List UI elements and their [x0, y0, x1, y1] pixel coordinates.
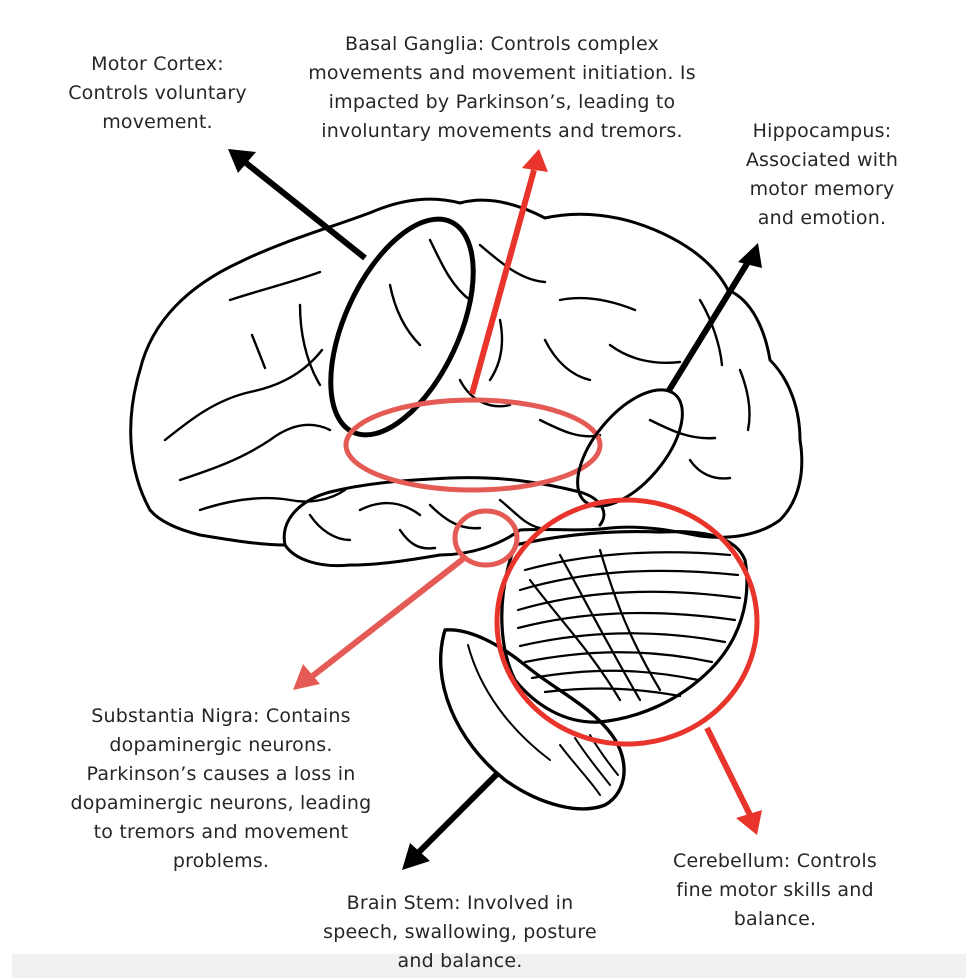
label-line: Substantia Nigra: Contains — [91, 705, 351, 727]
cerebrum-outline — [129, 197, 804, 568]
label-line: Associated with — [745, 149, 899, 171]
cerebellum-label: Cerebellum: Controls fine motor skills a… — [650, 847, 900, 934]
hippocampus-arrow — [665, 260, 751, 394]
basal-ganglia-marker — [343, 149, 603, 493]
basal-ganglia-ellipse — [343, 397, 603, 493]
label-line: movement. — [102, 111, 213, 133]
brain-stem-outline — [439, 628, 626, 811]
label-line: and balance. — [397, 950, 523, 972]
label-line: Hippocampus: — [752, 120, 892, 142]
substantia-nigra-circle — [452, 508, 520, 568]
cerebellum-marker — [494, 497, 762, 835]
label-line: Basal Ganglia: Controls complex — [345, 33, 659, 55]
label-line: and emotion. — [757, 207, 887, 229]
motor-cortex-arrowhead — [228, 149, 256, 173]
brain-stem-marker — [402, 770, 501, 870]
label-line: to tremors and movement — [93, 821, 349, 843]
motor-cortex-label: Motor Cortex: Controls voluntary movemen… — [50, 50, 265, 137]
substantia-nigra-arrow — [308, 556, 465, 681]
brain-stem-label: Brain Stem: Involved in speech, swallowi… — [300, 889, 620, 976]
label-line: Controls voluntary — [68, 82, 247, 104]
label-line: Motor Cortex: — [91, 53, 224, 75]
substantia-nigra-label: Substantia Nigra: Contains dopaminergic … — [40, 702, 402, 876]
brain-stem-arrowhead — [402, 843, 430, 870]
hippocampus-ellipse — [576, 388, 684, 508]
label-line: problems. — [172, 850, 270, 872]
label-line: balance. — [733, 908, 817, 930]
cerebellum-circle — [494, 497, 760, 747]
hippocampus-arrowhead — [738, 243, 762, 268]
bottom-strip — [12, 954, 966, 978]
label-line: motor memory — [749, 178, 895, 200]
substantia-nigra-arrowhead — [293, 664, 320, 690]
cerebellum-folia — [516, 548, 742, 702]
substantia-nigra-marker — [293, 508, 520, 690]
label-line: Parkinson’s causes a loss in — [86, 763, 356, 785]
cerebellum-arrowhead — [736, 810, 762, 835]
label-line: movements and movement initiation. Is — [308, 62, 696, 84]
label-line: dopaminergic neurons, leading — [70, 792, 372, 814]
cerebellum-outline — [500, 529, 749, 724]
label-line: speech, swallowing, posture — [323, 921, 597, 943]
label-line: involuntary movements and tremors. — [321, 120, 683, 142]
brain-stem-detail — [467, 644, 619, 796]
label-line: fine motor skills and — [676, 879, 874, 901]
hippocampus-label: Hippocampus: Associated with motor memor… — [722, 117, 922, 233]
motor-cortex-arrow — [244, 160, 367, 261]
label-line: impacted by Parkinson’s, leading to — [328, 91, 676, 113]
motor-cortex-ellipse — [328, 216, 476, 438]
label-line: Cerebellum: Controls — [673, 850, 877, 872]
label-line: dopaminergic neurons. — [109, 734, 333, 756]
cerebellum-arrow — [704, 726, 753, 817]
hippocampus-marker — [576, 243, 762, 508]
basal-ganglia-label: Basal Ganglia: Controls complex movement… — [292, 30, 712, 146]
motor-cortex-marker — [228, 149, 476, 438]
brain-stem-arrow — [415, 770, 501, 856]
label-line: Brain Stem: Involved in — [346, 892, 574, 914]
basal-ganglia-arrow — [469, 169, 537, 395]
basal-ganglia-arrowhead — [522, 149, 548, 172]
